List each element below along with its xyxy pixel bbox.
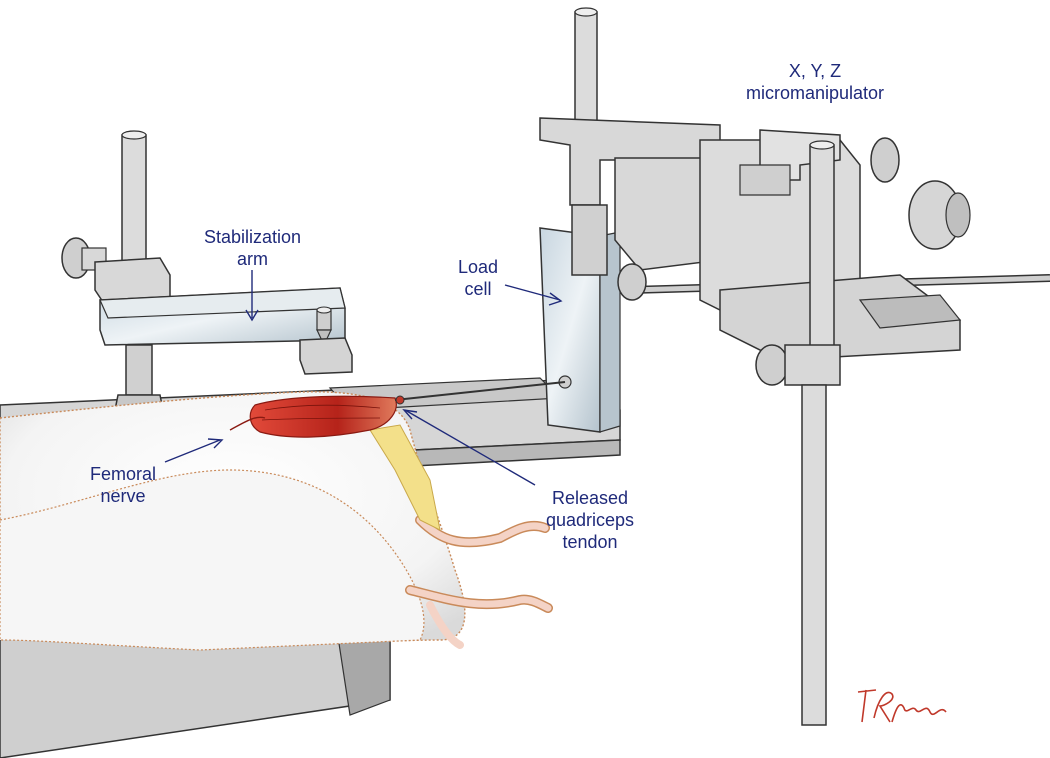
load-cell-label-line-1: Load [457, 257, 499, 277]
stabilization-arm-assembly [61, 130, 353, 421]
quadriceps-muscle [229, 395, 441, 531]
tendon-label-line-3: tendon [562, 532, 618, 552]
femoral-nerve-label-line-1: Femoral [89, 464, 156, 484]
rat-body [0, 391, 553, 651]
label-arrows [164, 270, 563, 486]
micromanipulator-assembly [539, 7, 1050, 726]
femoral-nerve-label: Femoral nerve [78, 463, 168, 507]
load-cell-label-line-2: cell [464, 279, 492, 299]
released-quadriceps-tendon-label: Released quadriceps tendon [530, 487, 650, 553]
femoral-nerve-label-line-2: nerve [100, 486, 146, 506]
load-cell-label: Load cell [448, 256, 508, 300]
stabilization-arm-label: Stabilization arm [185, 226, 320, 270]
tendon-label-line-2: quadriceps [545, 510, 635, 530]
artist-signature [857, 689, 947, 723]
tendon-label-line-1: Released [551, 488, 629, 508]
micromanipulator-label-line-1: X, Y, Z [788, 61, 842, 81]
tendon-connector [394, 381, 566, 401]
stabilization-arm-label-line-2: arm [237, 249, 268, 269]
stabilization-arm-label-line-1: Stabilization [203, 227, 302, 247]
load-cell [539, 227, 621, 433]
micromanipulator-label: X, Y, Z micromanipulator [730, 60, 900, 104]
micromanipulator-label-line-2: micromanipulator [745, 83, 885, 103]
